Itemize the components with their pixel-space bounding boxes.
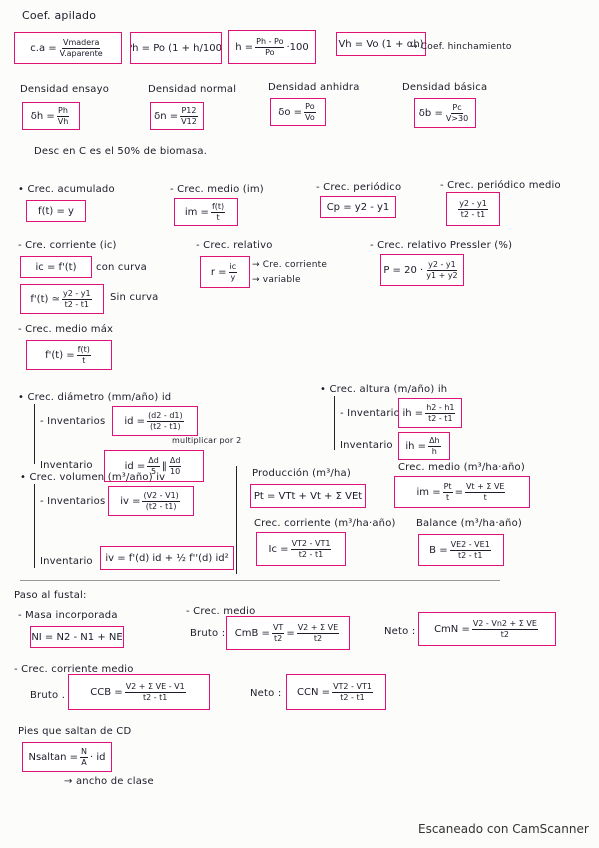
- paso-fustal-title: Paso al fustal:: [14, 590, 87, 601]
- produccion-title: Producción (m³/ha): [252, 468, 351, 479]
- formula-volumen-inventario: iv = f'(d) id + ½ f''(d) id²: [100, 546, 234, 570]
- crec-medio-title: - Crec. medio (im): [170, 184, 264, 195]
- crec-altura-title: • Crec. altura (m/año) ih: [320, 384, 448, 395]
- formula-peso-humedo: Ph = Po (1 + h/100): [130, 32, 222, 64]
- masa-incorporada-title: - Masa incorporada: [18, 610, 118, 621]
- densidad-anhidra-title: Densidad anhidra: [268, 82, 360, 93]
- con-curva-note: con curva: [96, 262, 147, 273]
- crec-corriente-title: - Cre. corriente (ic): [18, 240, 117, 251]
- crec-corriente-ha-title: Crec. corriente (m³/ha·año): [254, 518, 396, 529]
- volumen-inventario-label: Inventario: [40, 556, 93, 567]
- volumen-inventarios-label: - Inventarios: [40, 496, 106, 507]
- corriente-neto-label: Neto :: [250, 688, 282, 699]
- crec-volumen-title: • Crec. volumen (m³/año) iv: [20, 472, 166, 483]
- cre-corriente-note: → Cre. corriente: [252, 260, 328, 270]
- diametro-inventarios-label: - Inventarios: [40, 416, 106, 427]
- formula-crec-corriente: ic = f'(t): [20, 256, 92, 278]
- coef-hinchamiento-note: → Coef. hinchamiento: [410, 42, 512, 52]
- crec-medio-fustal-title: - Crec. medio: [186, 606, 256, 617]
- pies-saltan-title: Pies que saltan de CD: [18, 726, 132, 737]
- crec-diametro-title: • Crec. diámetro (mm/año) id: [18, 392, 172, 403]
- altura-inventario-label: Inventario: [340, 440, 393, 451]
- altura-inventarios-label: - Inventarios: [340, 408, 406, 419]
- neto-label: Neto :: [384, 626, 416, 637]
- densidad-ensayo-title: Densidad ensayo: [20, 84, 110, 95]
- ancho-clase-note: → ancho de clase: [64, 776, 154, 787]
- formula-masa-incorporada: NI = N2 - N1 + NE: [30, 626, 124, 648]
- crec-periodico-medio-title: - Crec. periódico medio: [440, 180, 561, 191]
- altura-bracket: [334, 396, 336, 450]
- balance-title: Balance (m³/ha·año): [416, 518, 523, 529]
- formula-crec-acumulado: f(t) = y: [26, 200, 86, 222]
- diametro-inventario-label: Inventario: [40, 460, 93, 471]
- densidad-normal-title: Densidad normal: [148, 84, 237, 95]
- crec-corriente-medio-title: - Crec. corriente medio: [14, 664, 134, 675]
- biomasa-note: Desc en C es el 50% de biomasa.: [34, 146, 208, 157]
- crec-relativo-title: - Crec. relativo: [196, 240, 273, 251]
- bruto-label: Bruto :: [190, 628, 226, 639]
- formula-crec-periodico: Cp = y2 - y1: [320, 196, 396, 218]
- formula-volumen-humedo: Vh = Vo (1 + αh): [336, 32, 426, 56]
- coef-apilado-title: Coef. apilado: [22, 9, 97, 22]
- sin-curva-note: Sin curva: [110, 292, 159, 303]
- corriente-bruto-label: Bruto .: [30, 690, 66, 701]
- variable-note: → variable: [252, 275, 301, 285]
- section-divider: [20, 580, 500, 581]
- formula-diametro-inventarios: id = (d2 - d1)(t2 - t1): [112, 406, 198, 436]
- crec-relativo-pressler-title: - Crec. relativo Pressler (%): [370, 240, 513, 251]
- formula-crec-medio: im = f(t)t: [174, 198, 238, 226]
- camscanner-watermark: Escaneado con CamScanner: [418, 822, 589, 836]
- formula-crec-medio-max: f'(t) = f(t)t: [26, 340, 112, 370]
- crec-medio-max-title: - Crec. medio máx: [18, 324, 114, 335]
- crec-periodico-title: - Crec. periódico: [316, 182, 402, 193]
- multiplicar-note: multiplicar por 2: [172, 436, 242, 445]
- produccion-divider: [236, 466, 238, 574]
- crec-acumulado-title: • Crec. acumulado: [18, 184, 115, 195]
- formula-produccion: Pt = VTt + Vt + Σ VEt: [250, 484, 366, 508]
- diametro-bracket: [34, 404, 36, 464]
- densidad-basica-title: Densidad básica: [402, 82, 488, 93]
- formula-volumen-inventarios: iv = (V2 - V1)(t2 - t1): [108, 486, 194, 516]
- crec-medio-ha-title: Crec. medio (m³/ha·año): [398, 462, 525, 473]
- volumen-bracket: [34, 484, 36, 568]
